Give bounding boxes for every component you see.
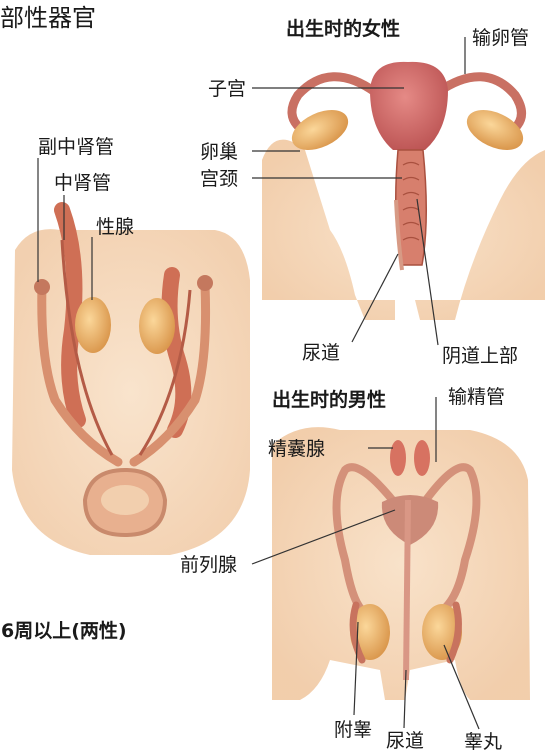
female-diagram — [252, 37, 545, 345]
right-seminal-vesicle — [414, 440, 430, 476]
label-seminal-vesicle: 精囊腺 — [268, 438, 325, 460]
figure-caption: 周6周以上(两性) — [0, 620, 127, 642]
label-epididymis: 附睾 — [334, 719, 372, 741]
label-fallopian-tube: 输卵管 — [472, 27, 529, 49]
label-uterus: 子宫 — [208, 78, 246, 100]
label-female-urethra: 尿道 — [302, 342, 340, 364]
label-cervix: 宫颈 — [200, 168, 238, 190]
female-heading: 出生时的女性 — [286, 18, 400, 40]
label-male-urethra: 尿道 — [386, 730, 424, 752]
label-prostate: 前列腺 — [180, 554, 237, 576]
label-gonad: 性腺 — [96, 216, 134, 238]
left-gonad — [75, 297, 111, 353]
label-mesonephric-duct: 中肾管 — [54, 172, 111, 194]
male-urethra — [406, 500, 408, 680]
label-testis: 睾丸 — [464, 731, 502, 753]
label-upper-vagina: 阴道上部 — [442, 345, 518, 367]
label-paramesonephric-duct: 副中肾管 — [38, 136, 114, 158]
male-heading: 出生时的男性 — [272, 389, 386, 411]
label-ovary: 卵巢 — [200, 141, 238, 163]
label-vas-deferens: 输精管 — [448, 386, 505, 408]
right-gonad — [139, 298, 175, 354]
uterus — [370, 62, 448, 150]
left-seminal-vesicle — [390, 440, 406, 476]
page-title: 部性器官 — [0, 4, 96, 32]
